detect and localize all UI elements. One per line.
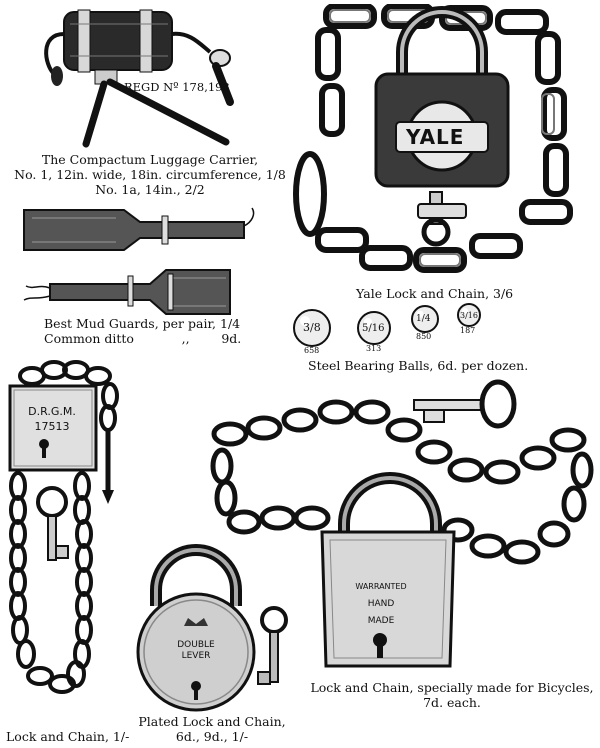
yale-engraving: YALE — [406, 125, 465, 149]
luggage-carrier-plate: REGD Nº 178,193 — [124, 80, 230, 94]
drgm-caption: Lock and Chain, 1/- — [6, 729, 130, 744]
drgm-lock-chain-illustration — [4, 360, 124, 702]
bearing-ball-2 — [356, 310, 392, 346]
luggage-carrier-caption-1: The Compactum Luggage Carrier, — [41, 152, 259, 167]
bearing-ball-count-2: 313 — [366, 344, 382, 353]
mud-guards-caption-2: Common ditto ,, 9d. — [44, 331, 242, 346]
plated-engraving-2: LEVER — [181, 651, 211, 661]
bicycle-caption-1: Lock and Chain, specially made for Bicyc… — [310, 680, 594, 695]
plated-lock-illustration — [126, 540, 296, 712]
bearing-ball-4 — [456, 302, 482, 328]
plated-caption-1: Plated Lock and Chain, — [138, 714, 286, 729]
bearing-ball-count-1: 658 — [304, 346, 320, 355]
drgm-engraving-1: D.R.G.M. — [28, 405, 76, 418]
plated-caption-2: 6d., 9d., 1/- — [175, 729, 249, 744]
bearing-ball-count-4: 187 — [460, 326, 476, 335]
bearing-ball-size-2: 5/16 — [362, 323, 385, 334]
mud-guards-illustration — [20, 204, 260, 316]
yale-caption: Yale Lock and Chain, 3/6 — [356, 286, 514, 301]
bearing-ball-size-3: 1/4 — [416, 314, 431, 324]
bearing-ball-1 — [292, 308, 332, 348]
bearing-ball-3 — [410, 304, 440, 334]
bearing-balls-caption: Steel Bearing Balls, 6d. per dozen. — [308, 358, 529, 373]
luggage-carrier-caption-2: No. 1, 12in. wide, 18in. circumference, … — [14, 167, 286, 182]
bicycle-caption-2: 7d. each. — [423, 695, 481, 710]
bicycle-engraving-1: WARRANTED — [355, 582, 407, 591]
mud-guards-caption-1: Best Mud Guards, per pair, 1/4 — [44, 316, 241, 331]
bicycle-lock-chain-illustration — [204, 374, 600, 674]
bicycle-engraving-3: MADE — [367, 616, 395, 626]
bicycle-engraving-2: HAND — [367, 599, 395, 609]
luggage-carrier-illustration — [40, 4, 240, 152]
bearing-ball-size-4: 3/16 — [460, 311, 478, 320]
bearing-ball-count-3: 850 — [416, 332, 432, 341]
bearing-ball-size-1: 3/8 — [303, 321, 321, 334]
luggage-carrier-caption-3: No. 1a, 14in., 2/2 — [95, 182, 205, 197]
yale-lock-chain-illustration — [292, 4, 582, 278]
drgm-engraving-2: 17513 — [34, 420, 70, 433]
plated-engraving-1: DOUBLE — [177, 640, 215, 650]
